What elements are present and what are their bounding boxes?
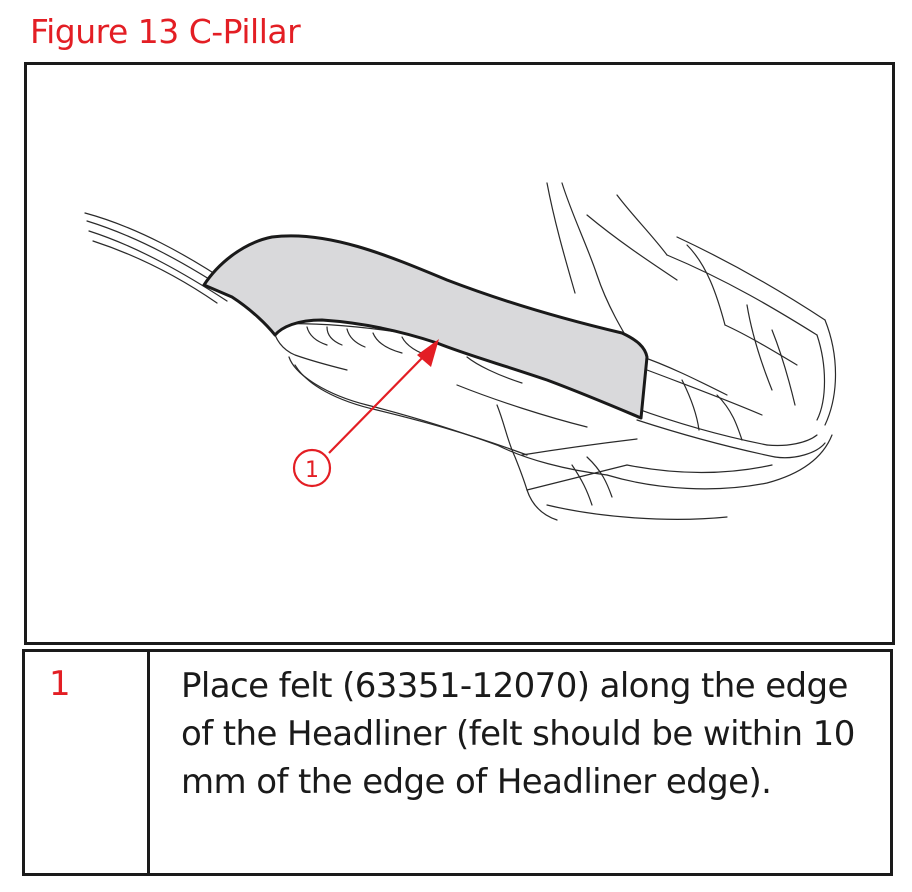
- headliner-contour: [372, 332, 403, 354]
- figure-title: Figure 13 C-Pillar: [30, 12, 301, 51]
- roof-edge-line: [84, 212, 233, 286]
- rear-trim-line: [646, 369, 763, 416]
- headliner-contour: [466, 356, 523, 384]
- lower-flange: [496, 404, 528, 491]
- roof-edge-line: [92, 240, 218, 304]
- headliner-contour: [288, 356, 498, 446]
- rear-trim-line: [586, 214, 678, 281]
- rear-trim-line: [681, 379, 700, 431]
- rear-trim-line: [626, 464, 773, 474]
- rear-trim-line: [816, 334, 826, 421]
- rear-trim-line: [546, 504, 728, 520]
- headliner-contour: [306, 326, 328, 346]
- rear-trim-line: [626, 404, 768, 446]
- roof-edge-line: [88, 230, 228, 302]
- rear-trim-line: [546, 182, 576, 294]
- rear-trim-line: [616, 194, 668, 256]
- rear-trim-line: [636, 354, 728, 396]
- lower-flange: [521, 438, 638, 456]
- rear-trim-line: [571, 464, 593, 506]
- rear-trim-line: [606, 434, 833, 490]
- felt-strip: [202, 234, 649, 420]
- headliner-contour: [326, 326, 343, 346]
- rear-trim-line: [724, 324, 798, 366]
- figure-illustration: 1: [24, 62, 895, 645]
- callout-marker-1: 1: [292, 448, 332, 488]
- rear-trim-line: [636, 419, 776, 458]
- rear-trim-line: [676, 236, 826, 321]
- rear-trim-line: [766, 434, 818, 447]
- headliner-contour: [271, 324, 348, 371]
- rear-trim-line: [716, 394, 743, 441]
- rear-trim-line: [771, 329, 796, 406]
- rear-trim-line: [666, 254, 818, 336]
- headliner-contour: [346, 328, 366, 348]
- callout-arrow: [328, 339, 439, 454]
- lower-flange: [526, 489, 558, 521]
- rear-trim-line: [774, 442, 826, 459]
- rear-trim-line: [586, 456, 613, 498]
- lower-flange: [526, 464, 628, 491]
- c-pillar-drawing: 1: [84, 182, 837, 521]
- callout-table: 1 Place felt (63351-12070) along the edg…: [22, 649, 893, 876]
- rear-trim-line: [824, 319, 837, 426]
- callout-instruction: Place felt (63351-12070) along the edge …: [181, 666, 855, 802]
- callout-marker-label: 1: [305, 458, 319, 483]
- headliner-contour: [456, 384, 588, 428]
- callout-number: 1: [25, 652, 150, 873]
- rear-trim-line: [746, 304, 773, 391]
- rear-trim-line: [686, 244, 726, 326]
- headliner-contour: [294, 364, 528, 456]
